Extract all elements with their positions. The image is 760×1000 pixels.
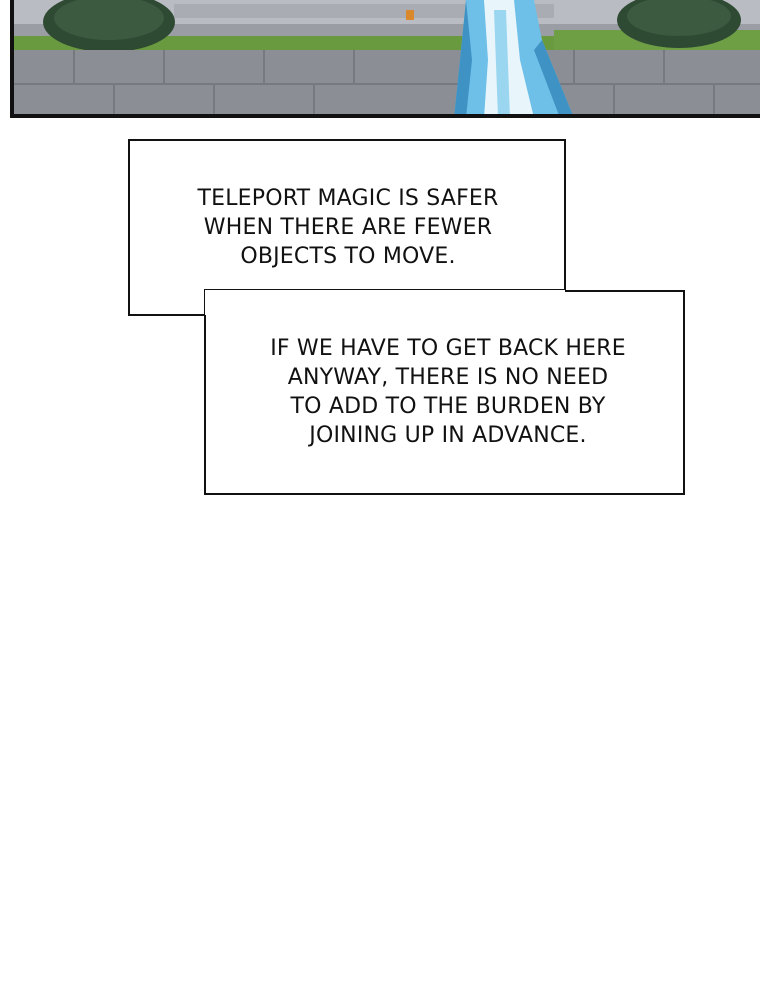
castle-garden-scene <box>14 0 760 114</box>
blue-robed-figure <box>454 0 573 114</box>
caption-box-2 <box>205 290 684 494</box>
stone-wall <box>14 50 760 114</box>
caption-text-joining-up: IF WE HAVE TO GET BACK HERE ANYWAY, THER… <box>270 336 626 448</box>
caption-text-teleport-magic: TELEPORT MAGIC IS SAFER WHEN THERE ARE F… <box>197 186 499 269</box>
comic-panel <box>10 0 760 118</box>
